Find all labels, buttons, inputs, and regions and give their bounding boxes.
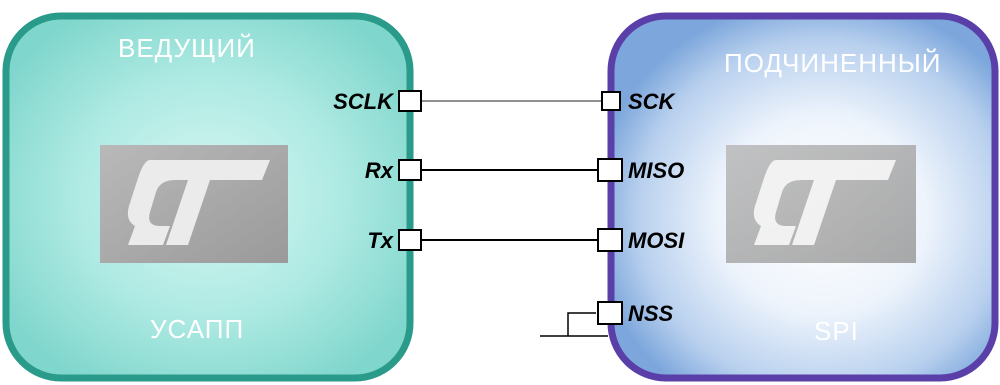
master-logo-icon [100,145,288,263]
slave-subtitle: SPI [814,316,859,346]
slave-logo-icon [726,145,916,263]
pin-nss-label: NSS [628,301,674,326]
slave-title: ПОДЧИНЕННЫЙ [724,48,941,78]
pin-sck-label: SCK [628,89,677,114]
pin-sclk-label: SCLK [333,89,395,114]
pin-sclk-box [398,90,422,112]
slave-block: ПОДЧИНЕННЫЙ SPI [607,12,999,382]
pin-miso-box [597,158,623,182]
pin-tx-label: Tx [367,228,393,253]
master-subtitle: УСАПП [150,314,244,344]
master-block: ВЕДУЩИЙ УСАПП [2,12,414,382]
master-title: ВЕДУЩИЙ [118,33,256,63]
nss-ground-wire [540,312,608,337]
pin-tx-box [398,229,422,251]
slave-pins: SCK MISO MOSI NSS [597,89,685,326]
pin-miso-label: MISO [628,158,684,183]
wires [422,100,608,337]
pin-sck-box [601,91,621,111]
master-pins: SCLK Rx Tx [333,89,422,253]
pin-rx-box [398,159,422,181]
pin-mosi-box [597,228,623,252]
pin-mosi-label: MOSI [628,228,685,253]
pin-rx-label: Rx [365,158,394,183]
pin-nss-box [597,301,623,325]
